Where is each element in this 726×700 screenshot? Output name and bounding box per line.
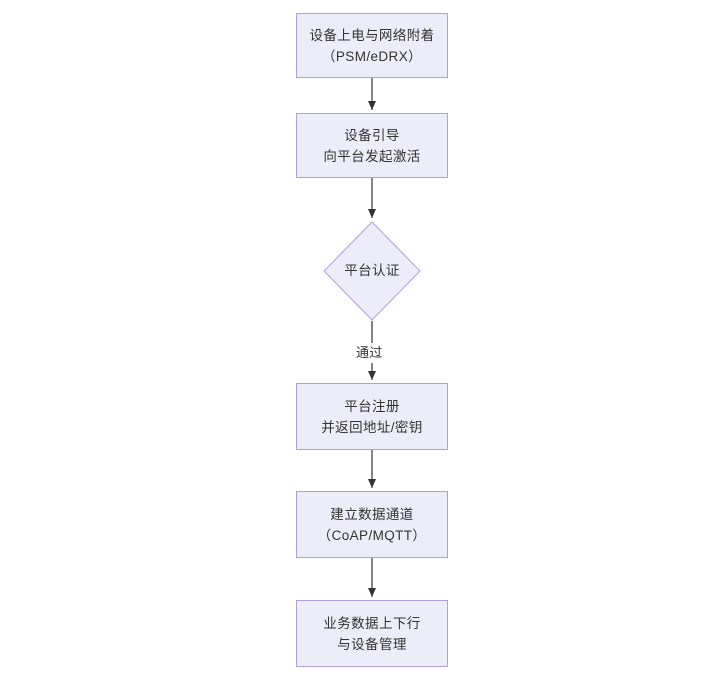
flow-node-business-data[interactable]: 业务数据上下行 与设备管理 [296, 600, 448, 667]
flow-node-device-bootstrap[interactable]: 设备引导 向平台发起激活 [296, 113, 448, 178]
flow-node-text-line: 建立数据通道 [330, 506, 414, 522]
flow-node-platform-register[interactable]: 平台注册 并返回地址/密钥 [296, 383, 448, 450]
flow-node-text-line: （PSM/eDRX） [321, 48, 423, 64]
flow-node-text-line: 平台注册 [344, 398, 400, 414]
flow-node-text-line: 平台认证 [344, 263, 400, 278]
flow-node-text-line: 设备引导 [344, 127, 400, 143]
flow-node-text-line: 与设备管理 [337, 636, 407, 652]
flow-node-text-line: 业务数据上下行 [323, 615, 421, 631]
edge-label-pass: 通过 [353, 343, 386, 363]
flow-node-text-line: 设备上电与网络附着 [309, 27, 435, 43]
flow-node-text-line: （CoAP/MQTT） [317, 527, 427, 543]
flow-node-device-power-on[interactable]: 设备上电与网络附着 （PSM/eDRX） [296, 13, 448, 78]
diamond-shape-icon [323, 221, 421, 321]
flow-node-text-line: 并返回地址/密钥 [321, 419, 423, 435]
flow-node-data-channel[interactable]: 建立数据通道 （CoAP/MQTT） [296, 491, 448, 558]
flow-node-platform-auth[interactable]: 平台认证 [323, 221, 421, 321]
flow-node-text-line: 向平台发起激活 [323, 148, 421, 164]
